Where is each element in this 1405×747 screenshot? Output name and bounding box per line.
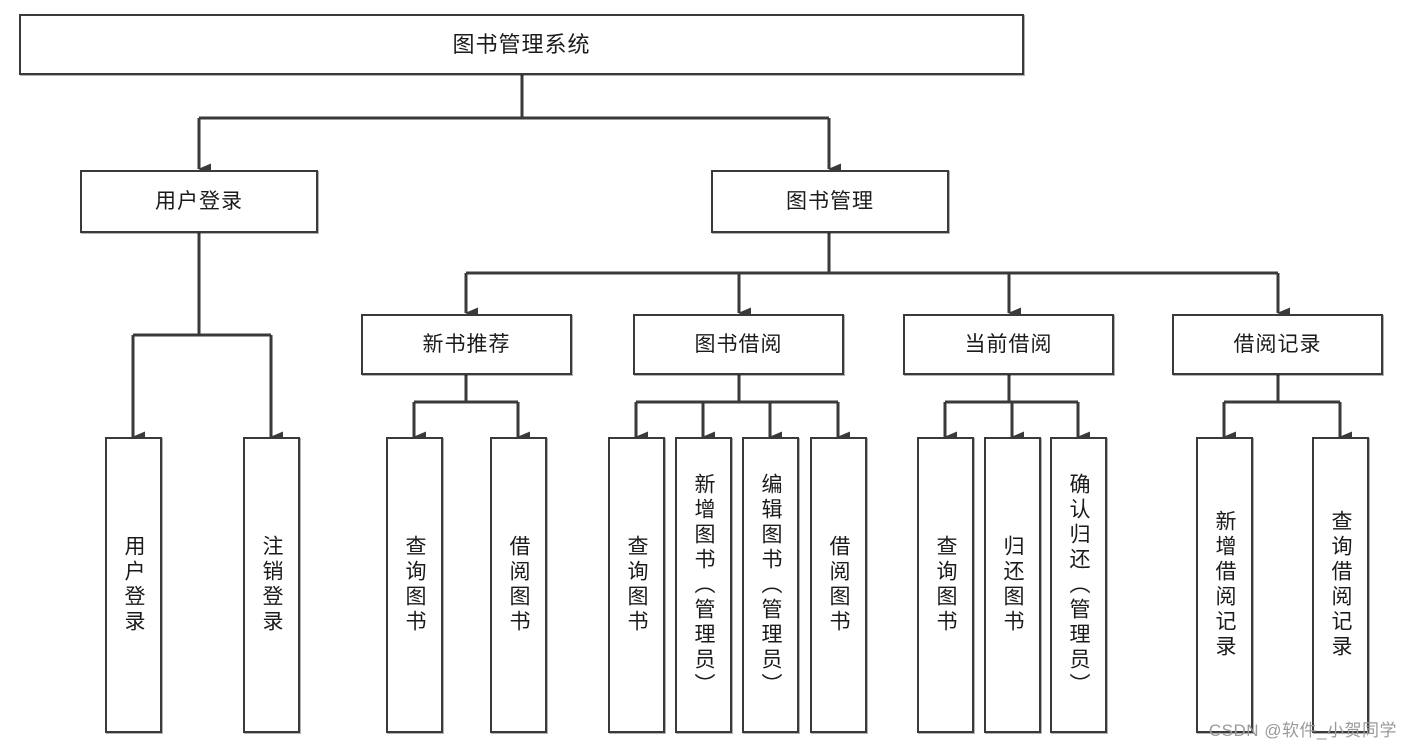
node-label: 用户登录 — [122, 535, 145, 635]
leaf-borrow-book-recommend[interactable]: 借阅图书 — [490, 437, 547, 733]
node-label: 新书推荐 — [422, 333, 511, 356]
node-user-login[interactable]: 用户登录 — [80, 170, 318, 233]
node-label: 查询图书 — [625, 535, 648, 635]
leaf-borrow-book[interactable]: 借阅图书 — [810, 437, 867, 733]
node-label: 图书管理系统 — [452, 31, 591, 57]
leaf-confirm-return[interactable]: 确认归还（管理员） — [1050, 437, 1107, 733]
node-current-borrow[interactable]: 当前借阅 — [903, 314, 1114, 375]
node-label: 注销登录 — [260, 535, 283, 635]
node-label: 图书借阅 — [694, 333, 783, 356]
leaf-return-book[interactable]: 归还图书 — [984, 437, 1041, 733]
node-label: 查询图书 — [934, 535, 957, 635]
node-book-borrow[interactable]: 图书借阅 — [633, 314, 844, 375]
leaf-user-logout[interactable]: 注销登录 — [243, 437, 300, 733]
leaf-query-book-current[interactable]: 查询图书 — [917, 437, 974, 733]
node-label: 用户登录 — [155, 190, 243, 213]
watermark-text: CSDN @软件_小贺同学 — [1208, 721, 1397, 740]
node-label: 借阅图书 — [507, 535, 530, 635]
node-label: 借阅图书 — [827, 535, 850, 635]
node-label: 确认归还（管理员） — [1067, 472, 1090, 698]
leaf-add-book[interactable]: 新增图书（管理员） — [675, 437, 732, 733]
node-root-system[interactable]: 图书管理系统 — [19, 14, 1024, 75]
node-label: 新增图书（管理员） — [692, 472, 715, 698]
node-book-management[interactable]: 图书管理 — [711, 170, 949, 233]
node-label: 新增借阅记录 — [1213, 510, 1236, 660]
node-label: 当前借阅 — [964, 333, 1053, 356]
node-label: 归还图书 — [1001, 535, 1024, 635]
leaf-query-book-borrow[interactable]: 查询图书 — [608, 437, 665, 733]
node-label: 图书管理 — [786, 190, 874, 213]
leaf-add-borrow-record[interactable]: 新增借阅记录 — [1196, 437, 1253, 733]
node-label: 查询借阅记录 — [1329, 510, 1352, 660]
node-new-book-recommend[interactable]: 新书推荐 — [361, 314, 572, 375]
leaf-user-login[interactable]: 用户登录 — [105, 437, 162, 733]
leaf-query-book-recommend[interactable]: 查询图书 — [386, 437, 443, 733]
leaf-query-borrow-record[interactable]: 查询借阅记录 — [1312, 437, 1369, 733]
node-borrow-record[interactable]: 借阅记录 — [1172, 314, 1383, 375]
node-label: 编辑图书（管理员） — [759, 472, 782, 698]
node-label: 查询图书 — [403, 535, 426, 635]
node-label: 借阅记录 — [1233, 333, 1322, 356]
leaf-edit-book[interactable]: 编辑图书（管理员） — [742, 437, 799, 733]
